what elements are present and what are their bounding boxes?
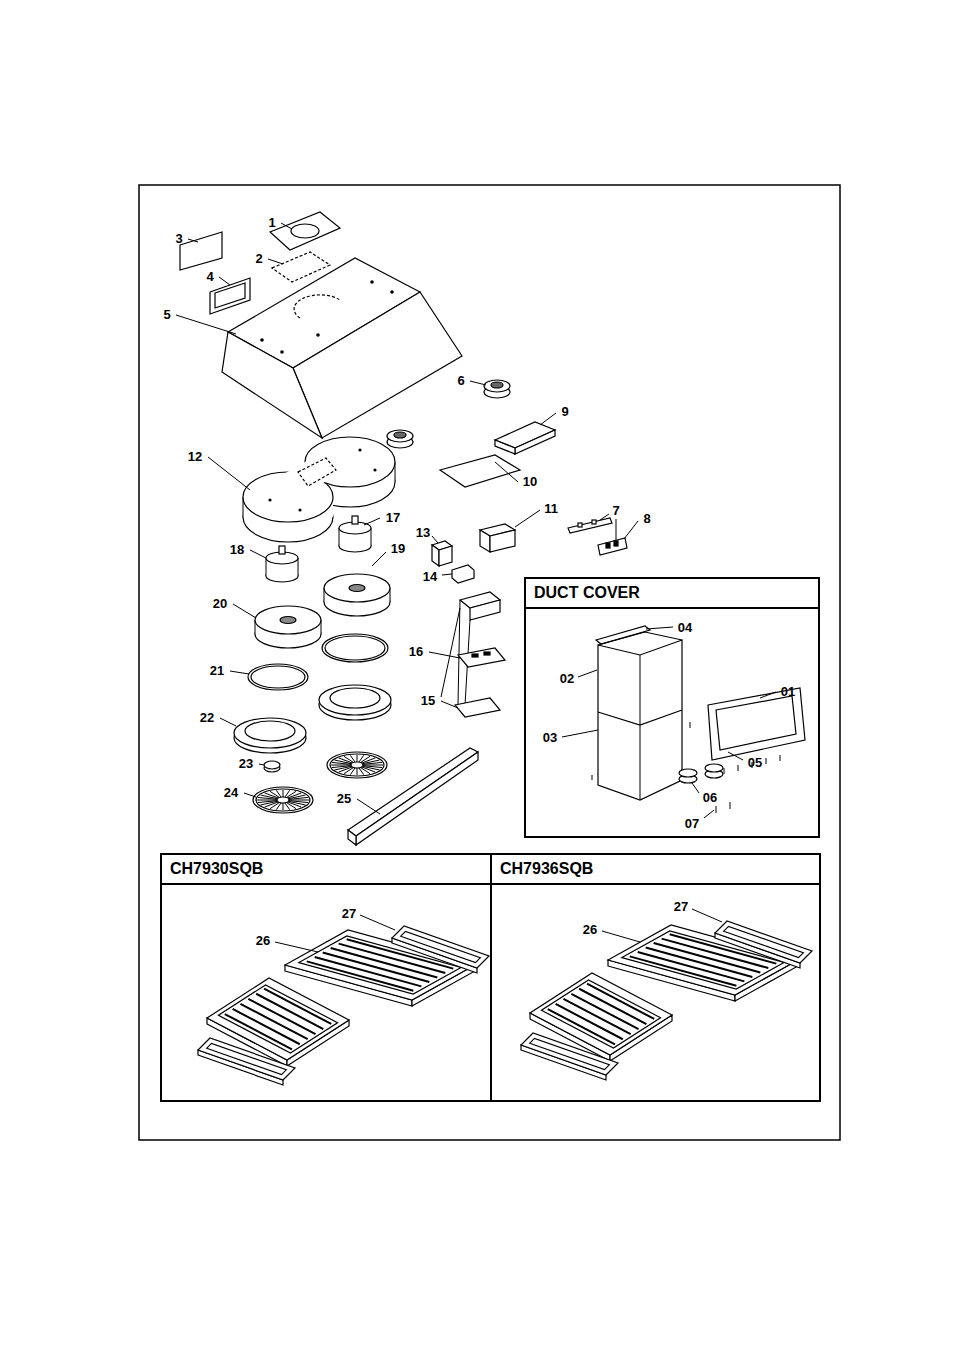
callout-number: 9 bbox=[561, 404, 568, 419]
callout-number: 04 bbox=[678, 620, 692, 635]
callout-number: 17 bbox=[386, 510, 400, 525]
fan-blade bbox=[253, 752, 387, 813]
mount-plate bbox=[440, 455, 520, 487]
callout-number: 21 bbox=[210, 663, 224, 678]
callout-number: 10 bbox=[523, 474, 537, 489]
motor bbox=[266, 516, 371, 582]
callout-number: 06 bbox=[703, 790, 717, 805]
callout-number: 6 bbox=[457, 373, 464, 388]
callout-number: 27 bbox=[674, 899, 688, 914]
callout-number: 01 bbox=[781, 684, 795, 699]
callout-number: 8 bbox=[643, 511, 650, 526]
callout-number: 7 bbox=[612, 503, 619, 518]
nut bbox=[264, 761, 280, 772]
callout-number: 14 bbox=[423, 569, 437, 584]
light-socket bbox=[387, 380, 510, 448]
panel-heading: DUCT COVER bbox=[526, 579, 818, 609]
table-panel: CH7930SQB bbox=[160, 853, 492, 1102]
cover-plate bbox=[180, 232, 222, 270]
front-bar bbox=[348, 748, 478, 845]
duct-collar bbox=[270, 212, 340, 250]
callout-number: 27 bbox=[342, 906, 356, 921]
callout-number: 4 bbox=[206, 269, 213, 284]
table-panel: DUCT COVER bbox=[524, 577, 820, 838]
bracket bbox=[455, 592, 505, 717]
callout-number: 19 bbox=[391, 541, 405, 556]
connector-block bbox=[452, 565, 474, 583]
duct-cover bbox=[592, 626, 805, 813]
callout-number: 13 bbox=[416, 525, 430, 540]
callout-number: 2 bbox=[255, 251, 262, 266]
callout-number: 25 bbox=[337, 791, 351, 806]
callout-number: 02 bbox=[560, 671, 574, 686]
callout-number: 11 bbox=[544, 501, 558, 516]
callout-number: 07 bbox=[685, 816, 699, 831]
callout-number: 12 bbox=[188, 449, 202, 464]
control-housing bbox=[495, 422, 555, 454]
outer-frame bbox=[139, 185, 840, 1140]
panel-heading: CH7936SQB bbox=[492, 855, 819, 885]
callout-number: 1 bbox=[268, 215, 275, 230]
callout-number: 23 bbox=[239, 756, 253, 771]
callout-number: 16 bbox=[409, 644, 423, 659]
hood-body bbox=[222, 258, 462, 438]
panel-heading: CH7930SQB bbox=[162, 855, 490, 885]
capacitor bbox=[480, 524, 515, 552]
callout-number: 05 bbox=[748, 755, 762, 770]
callout-number: 15 bbox=[421, 693, 435, 708]
callout-number: 20 bbox=[213, 596, 227, 611]
frame-plate bbox=[210, 278, 250, 314]
transformer bbox=[432, 541, 452, 566]
callout-number: 26 bbox=[256, 933, 270, 948]
callout-number: 24 bbox=[224, 785, 238, 800]
inlet-ring bbox=[234, 685, 391, 753]
table-panel: CH7936SQB bbox=[490, 853, 821, 1102]
gasket bbox=[272, 252, 330, 282]
callout-number: 03 bbox=[543, 730, 557, 745]
callout-number: 3 bbox=[175, 231, 182, 246]
callout-number: 22 bbox=[200, 710, 214, 725]
callout-number: 26 bbox=[583, 922, 597, 937]
callout-number: 18 bbox=[230, 542, 244, 557]
blower-housing bbox=[243, 437, 395, 542]
callout-number: 5 bbox=[163, 307, 170, 322]
switch-panel bbox=[568, 518, 627, 555]
seal-ring bbox=[248, 634, 388, 690]
grease-filters bbox=[198, 921, 812, 1085]
